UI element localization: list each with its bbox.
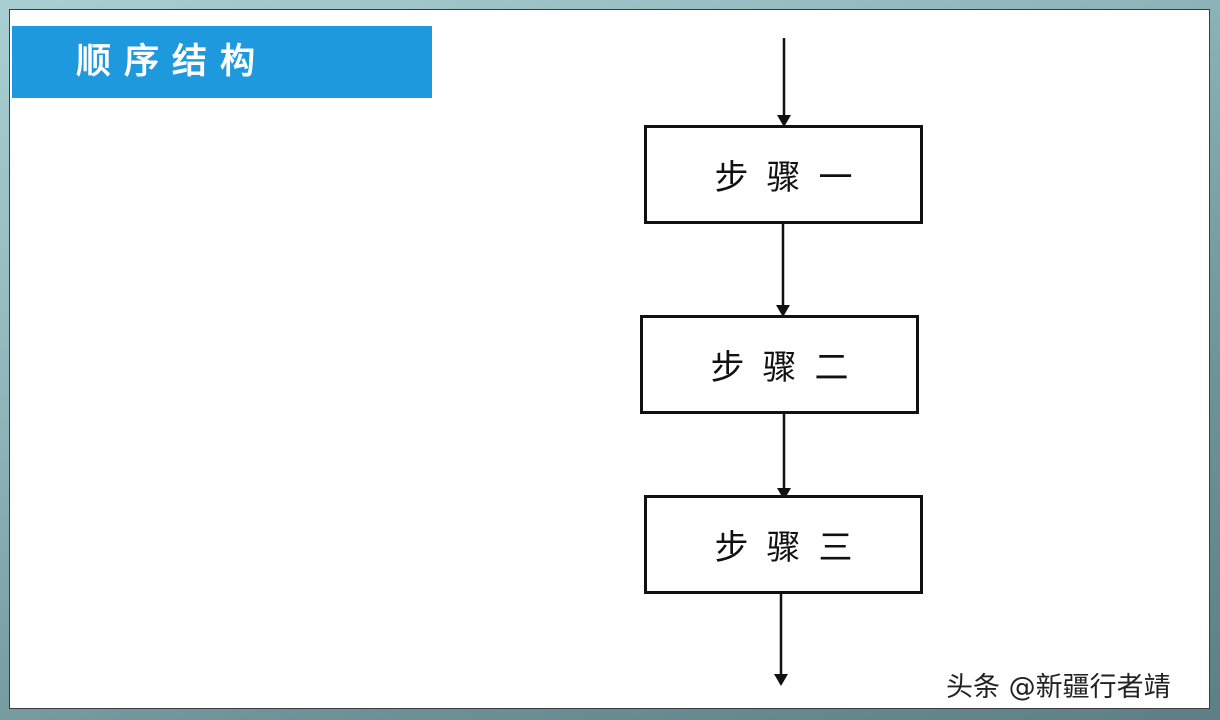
title-banner: 顺序结构	[12, 26, 432, 98]
watermark: 头条 @新疆行者靖	[946, 672, 1171, 703]
slide-title: 顺序结构	[76, 42, 269, 82]
slide-canvas	[9, 9, 1210, 709]
step-box-3: 步骤三	[644, 495, 923, 594]
step-box-1: 步骤一	[644, 125, 923, 224]
step-label-3: 步骤三	[714, 528, 871, 568]
step-label-1: 步骤一	[714, 158, 871, 198]
step-box-2: 步骤二	[640, 315, 919, 414]
step-label-2: 步骤二	[710, 348, 867, 388]
